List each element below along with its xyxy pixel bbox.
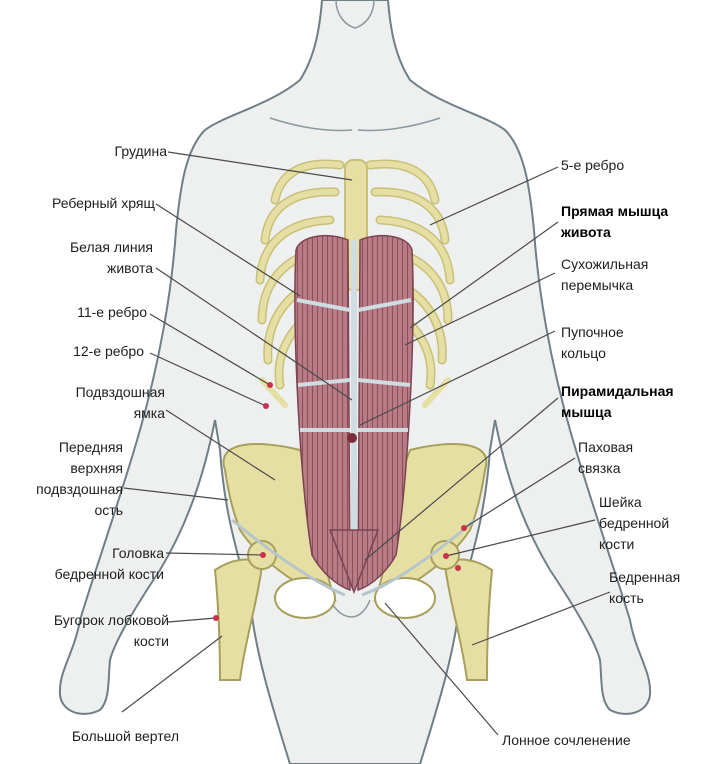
label-costal-cartilage: Реберный хрящ [52, 193, 155, 214]
label-sternum: Грудина [115, 141, 167, 162]
label-rib-11: 11-е ребро [77, 302, 147, 323]
label-greater-trochanter: Большой вертел [72, 726, 179, 747]
label-pubic-symphysis: Лонное сочленение [502, 730, 631, 751]
label-rib-5: 5-е ребро [561, 155, 624, 176]
umbilicus [347, 433, 357, 443]
label-rib-12: 12-е ребро [73, 341, 144, 362]
